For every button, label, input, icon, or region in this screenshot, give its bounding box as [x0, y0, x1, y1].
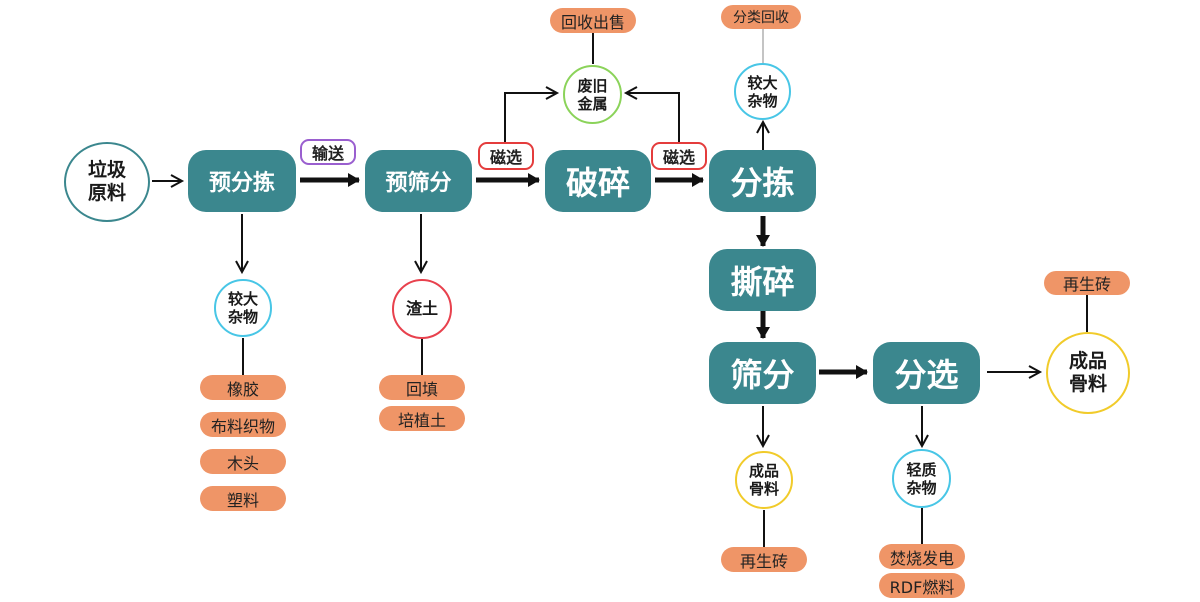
aggregate-1-line2: 骨料: [748, 480, 779, 498]
sorting-node: 分拣: [709, 150, 816, 212]
aggregate-1-line1: 成品: [748, 462, 779, 480]
raw-material-line1: 垃圾: [87, 159, 126, 182]
scrap-metal-line1: 废旧: [577, 76, 608, 95]
light-debris-line2: 杂物: [906, 478, 937, 497]
slag-soil-node: 渣土: [392, 279, 452, 339]
large-debris-1-line2: 杂物: [227, 308, 258, 326]
arrow-magnet2-to-metal: [623, 86, 680, 142]
scrap-metal-line2: 金属: [577, 94, 608, 113]
cloth-fabric-pill: 布料织物: [200, 412, 286, 437]
pre-screening-node: 预筛分: [365, 150, 472, 212]
aggregate-node-1: 成品 骨料: [735, 451, 793, 509]
aggregate-node-2: 成品 骨料: [1046, 332, 1130, 414]
large-debris-2-line1: 较大: [747, 73, 778, 92]
large-debris-1-line1: 较大: [227, 290, 258, 308]
aggregate-2-line2: 骨料: [1068, 373, 1107, 395]
large-debris-2-line2: 杂物: [747, 91, 778, 110]
recycled-brick-pill-1: 再生砖: [721, 547, 807, 572]
magnetic-label-2: 磁选: [651, 142, 707, 170]
wood-pill: 木头: [200, 449, 286, 474]
light-debris-line1: 轻质: [906, 460, 937, 479]
screening-node: 筛分: [709, 342, 816, 404]
scrap-metal-node: 废旧 金属: [563, 65, 622, 124]
plastic-pill: 塑料: [200, 486, 286, 511]
aggregate-2-line1: 成品: [1068, 350, 1107, 373]
separation-node: 分选: [873, 342, 980, 404]
large-debris-node-1: 较大 杂物: [214, 279, 272, 337]
large-debris-node-2: 较大 杂物: [734, 63, 791, 120]
magnetic-label-1: 磁选: [478, 142, 534, 170]
planting-soil-pill: 培植土: [379, 406, 465, 431]
incineration-power-pill: 焚烧发电: [879, 544, 965, 569]
rubber-pill: 橡胶: [200, 375, 286, 400]
backfill-pill: 回填: [379, 375, 465, 400]
pre-sorting-node: 预分拣: [188, 150, 296, 212]
recycled-brick-pill-2: 再生砖: [1044, 271, 1130, 295]
arrow-magnet1-to-metal: [504, 86, 560, 142]
classified-recycle-pill: 分类回收: [721, 5, 801, 29]
light-debris-node: 轻质 杂物: [892, 449, 951, 508]
recycle-sale-pill: 回收出售: [550, 8, 636, 33]
crushing-node: 破碎: [545, 150, 651, 212]
shredding-node: 撕碎: [709, 249, 816, 311]
rdf-fuel-pill: RDF燃料: [879, 573, 965, 598]
raw-material-line2: 原料: [87, 182, 126, 204]
conveying-label: 输送: [300, 139, 356, 165]
raw-material-node: 垃圾 原料: [64, 142, 150, 222]
